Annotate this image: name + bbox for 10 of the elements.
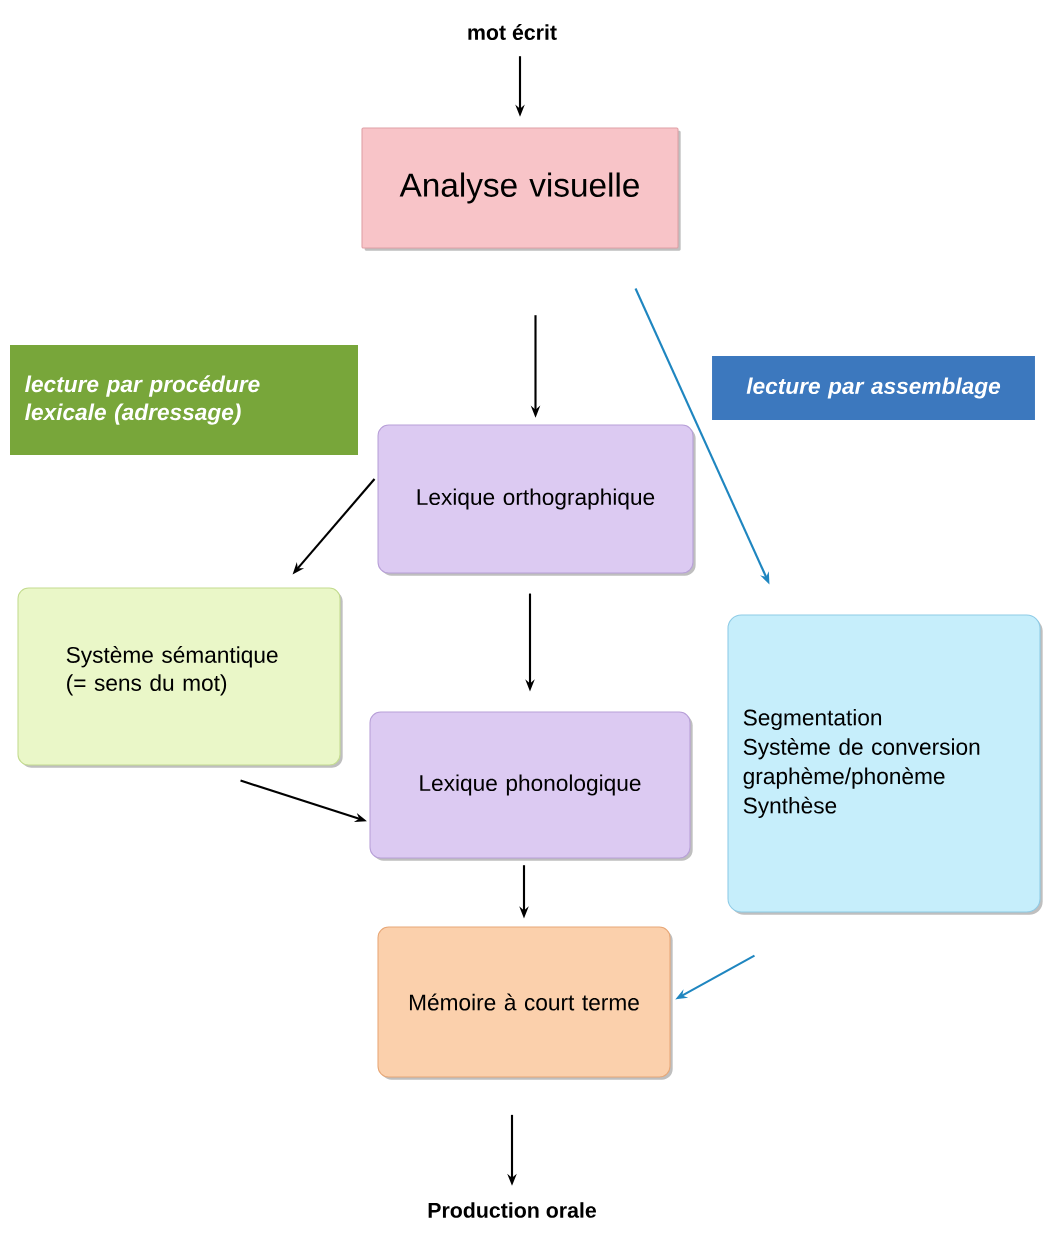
process-box: Segmentation Système de conversion graphème/phonème Synthèse [727, 614, 1043, 915]
process-box: Lexique phonologique [369, 711, 693, 861]
process-box: Mémoire à court terme [377, 926, 673, 1080]
flow-label: Production orale [428, 1202, 596, 1218]
flow-label: mot écrit [468, 24, 557, 40]
analysis-box: Analyse visuelle [361, 127, 681, 251]
route-banner: lecture par procédure lexicale (adressage) [10, 345, 358, 455]
process-box: Système sémantique (= sens du mot) [17, 587, 343, 768]
process-box: Lexique orthographique [377, 424, 696, 576]
route-banner: lecture par assemblage [712, 356, 1035, 420]
